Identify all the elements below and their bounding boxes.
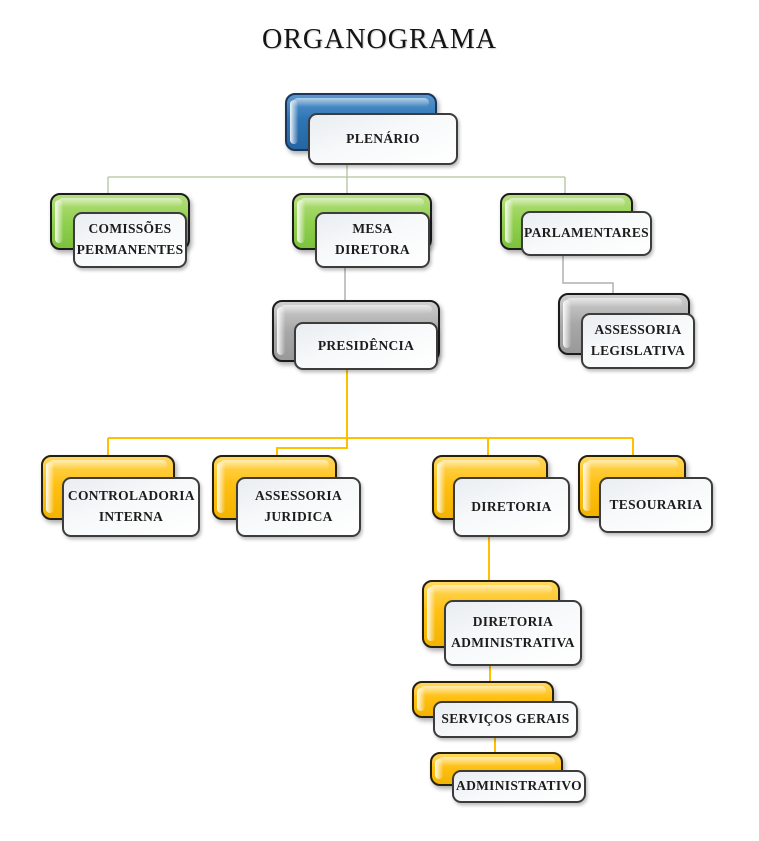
assessoria-legislativa-label: ASSESSORIA LEGISLATIVA [581, 313, 695, 369]
diretoria-administrativa-label: DIRETORIA ADMINISTRATIVA [444, 600, 582, 666]
controladoria-label-text: CONTROLADORIA INTERNA [67, 488, 195, 524]
assessoria-juridica-label: ASSESSORIA JURIDICA [236, 477, 361, 537]
presidencia-label: PRESIDÊNCIA [294, 322, 438, 370]
connector-plenario-children [107, 165, 566, 193]
comissoes-label-text: COMISSÕES PERMANENTES [76, 221, 184, 257]
connector-presidencia-children [107, 370, 634, 455]
assessoria-juridica-label-text: ASSESSORIA JURIDICA [254, 488, 343, 524]
parlamentares-label: PARLAMENTARES [521, 211, 652, 256]
connector-parlamentares-assessoria [562, 256, 614, 293]
servicos-gerais-label: SERVIÇOS GERAIS [433, 701, 578, 738]
mesa-label: MESA DIRETORA [315, 212, 430, 268]
servicos-gerais-label-text: SERVIÇOS GERAIS [441, 711, 570, 727]
diretoria-administrativa-label-text: DIRETORIA ADMINISTRATIVA [451, 614, 575, 650]
diretoria-label-text: DIRETORIA [471, 498, 552, 514]
parlamentares-label-text: PARLAMENTARES [524, 225, 649, 241]
presidencia-label-text: PRESIDÊNCIA [317, 337, 415, 353]
administrativo-label: ADMINISTRATIVO [452, 770, 586, 803]
controladoria-label: CONTROLADORIA INTERNA [62, 477, 200, 537]
diretoria-label: DIRETORIA [453, 477, 570, 537]
plenario-label: PLENÁRIO [308, 113, 458, 165]
page-title: ORGANOGRAMA [261, 24, 497, 55]
assessoria-legislativa-label-text: ASSESSORIA LEGISLATIVA [590, 322, 686, 358]
comissoes-label: COMISSÕES PERMANENTES [73, 212, 187, 268]
mesa-label-text: MESA DIRETORA [335, 221, 410, 257]
administrativo-label-text: ADMINISTRATIVO [456, 778, 582, 794]
tesouraria-label-text: TESOURARIA [609, 496, 703, 512]
plenario-label-text: PLENÁRIO [346, 130, 420, 146]
tesouraria-label: TESOURARIA [599, 477, 713, 533]
